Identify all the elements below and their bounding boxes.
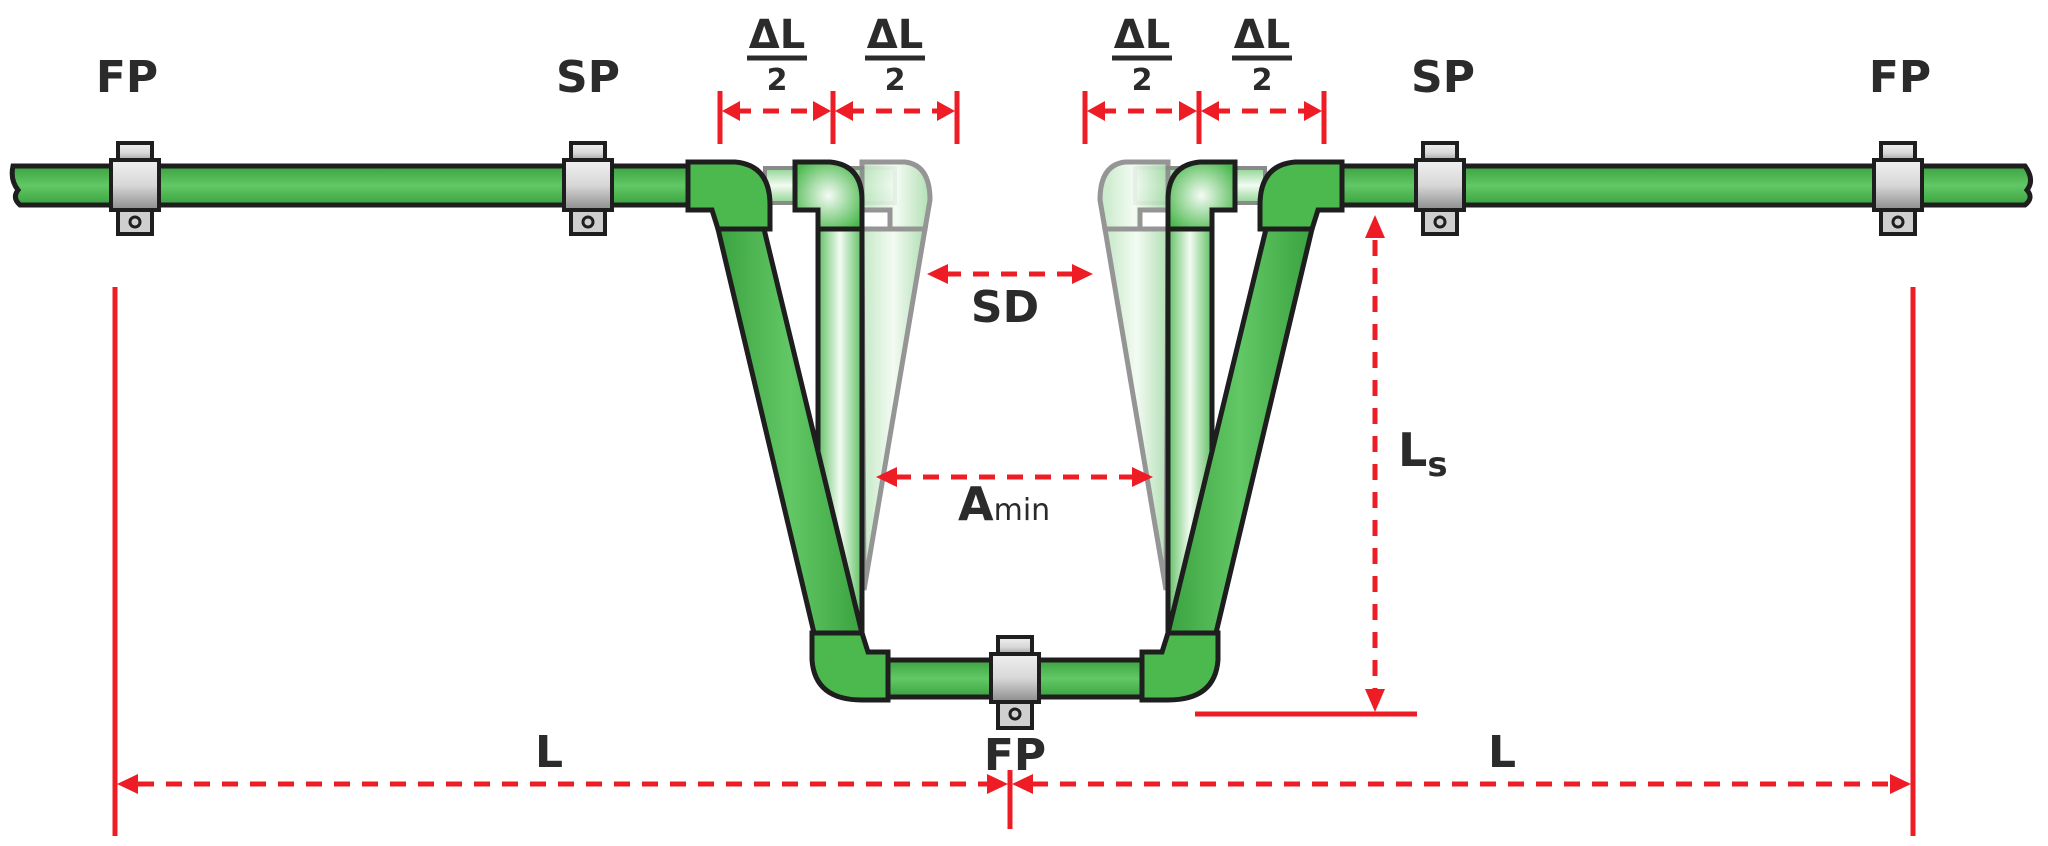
label-half-divisor: 2 [1252, 63, 1273, 98]
label-delta-l: ΔL [1114, 12, 1170, 58]
label-delta-l-half-1: ΔL 2 [747, 12, 807, 98]
label-a-min: Amin [958, 477, 1050, 531]
delta-l-dimension-right [1082, 91, 1327, 144]
a-min-dimension [876, 467, 1153, 487]
clamp-sp-left [562, 141, 614, 236]
label-min: min [994, 493, 1051, 528]
clamp-sp-right [1414, 141, 1466, 236]
label-delta-l-half-2: ΔL 2 [865, 12, 925, 98]
label-fp-bottom: FP [984, 730, 1046, 781]
bolt-icon [1891, 215, 1905, 229]
label-delta-l-half-3: ΔL 2 [1112, 12, 1172, 98]
label-a: A [958, 477, 994, 531]
ghost-leg-left [859, 159, 933, 591]
label-half-divisor: 2 [1132, 63, 1153, 98]
bolt-icon [581, 215, 595, 229]
label-ls: Ls [1398, 423, 1448, 485]
ls-dimension [1195, 215, 1417, 717]
main-pipe-left [9, 163, 695, 208]
delta-l-dimension-left [717, 91, 960, 144]
bottom-elbow-left [809, 630, 891, 703]
label-delta-l: ΔL [867, 12, 923, 58]
label-fp-right: FP [1869, 52, 1931, 103]
l-dimension [112, 287, 1916, 836]
label-sd: SD [971, 282, 1039, 333]
ghost-leg-right [1097, 159, 1171, 591]
clamp-fp-bottom [989, 635, 1041, 730]
bolt-icon [128, 215, 142, 229]
label-l-right: L [1488, 727, 1516, 778]
label-sp-right: SP [1411, 52, 1475, 103]
main-pipe-right [1335, 163, 2033, 208]
clamp-fp-left [109, 141, 161, 236]
sd-dimension [927, 264, 1093, 284]
label-fp-left: FP [96, 52, 158, 103]
label-delta-l: ΔL [1234, 12, 1290, 58]
clamp-fp-right [1872, 141, 1924, 236]
label-half-divisor: 2 [767, 63, 788, 98]
label-ls-s: s [1427, 445, 1447, 485]
bolt-icon [1008, 707, 1022, 721]
bottom-elbow-right [1139, 630, 1221, 703]
label-delta-l: ΔL [749, 12, 805, 58]
label-half-divisor: 2 [885, 63, 906, 98]
label-l-left: L [535, 727, 563, 778]
bolt-icon [1433, 215, 1447, 229]
label-sp-left: SP [556, 52, 620, 103]
label-ls-l: L [1398, 423, 1427, 477]
label-delta-l-half-4: ΔL 2 [1232, 12, 1292, 98]
